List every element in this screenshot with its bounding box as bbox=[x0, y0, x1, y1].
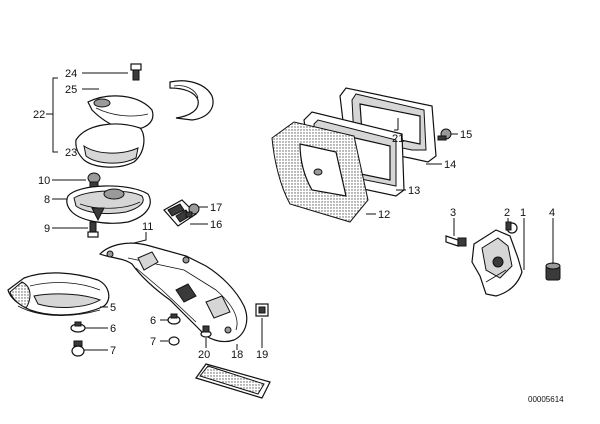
callout-2: 2 bbox=[504, 207, 510, 219]
callout-labels: 24 25 22 23 10 8 9 11 17 16 5 6 7 6 7 20… bbox=[33, 68, 555, 361]
screw-part-20 bbox=[200, 325, 212, 338]
clip-part-6b bbox=[167, 313, 181, 325]
callout-6: 6 bbox=[110, 323, 116, 335]
mount-bracket-group bbox=[445, 218, 561, 297]
callout-7b: 7 bbox=[150, 336, 156, 348]
rubber-mount-part-4 bbox=[545, 262, 561, 281]
bolt-part-3 bbox=[445, 235, 467, 247]
callout-15: 15 bbox=[460, 129, 472, 141]
housing-part-8 bbox=[66, 185, 151, 224]
callout-19: 19 bbox=[256, 349, 268, 361]
switch-group bbox=[163, 199, 208, 227]
callout-10: 10 bbox=[38, 175, 50, 187]
callout-24: 24 bbox=[65, 68, 77, 80]
bulb-part-17 bbox=[185, 203, 200, 218]
clip-part-19 bbox=[255, 303, 269, 317]
callout-20: 20 bbox=[198, 349, 210, 361]
callout-6b: 6 bbox=[150, 315, 156, 327]
callout-3: 3 bbox=[450, 207, 456, 219]
callout-5: 5 bbox=[110, 302, 116, 314]
cover-strip-part-18 bbox=[195, 363, 271, 399]
bolt-part-2 bbox=[505, 221, 518, 234]
nut-part-7b bbox=[168, 336, 180, 346]
ashtray-group bbox=[52, 172, 151, 238]
callout-14: 14 bbox=[444, 159, 456, 171]
nut-part-7 bbox=[71, 340, 85, 357]
callout-21: 21 bbox=[392, 133, 404, 145]
panel-frame-group bbox=[271, 87, 458, 223]
callout-16: 16 bbox=[210, 219, 222, 231]
console-bracket-part-11 bbox=[98, 242, 248, 343]
callout-25: 25 bbox=[65, 84, 77, 96]
screw-part-24 bbox=[130, 63, 142, 81]
callout-4: 4 bbox=[549, 207, 555, 219]
callout-17: 17 bbox=[210, 202, 222, 214]
console-bracket-group bbox=[98, 232, 269, 350]
storage-tray-group bbox=[7, 272, 110, 357]
callout-22: 22 bbox=[33, 109, 45, 121]
callout-8: 8 bbox=[44, 194, 50, 206]
callout-7: 7 bbox=[110, 345, 116, 357]
callout-1: 1 bbox=[520, 207, 526, 219]
ring-part-25 bbox=[169, 80, 214, 121]
callout-12: 12 bbox=[378, 209, 390, 221]
callout-23: 23 bbox=[65, 147, 77, 159]
screw-part-9 bbox=[87, 221, 99, 238]
callout-9: 9 bbox=[44, 223, 50, 235]
callout-11: 11 bbox=[142, 221, 153, 233]
cup-holder-group bbox=[46, 63, 214, 168]
callout-13: 13 bbox=[408, 185, 420, 197]
clip-part-6 bbox=[70, 321, 86, 333]
group-bracket bbox=[52, 77, 58, 153]
reference-number: 00005614 bbox=[528, 395, 564, 404]
callout-18: 18 bbox=[231, 349, 243, 361]
screw-part-15 bbox=[437, 128, 452, 141]
